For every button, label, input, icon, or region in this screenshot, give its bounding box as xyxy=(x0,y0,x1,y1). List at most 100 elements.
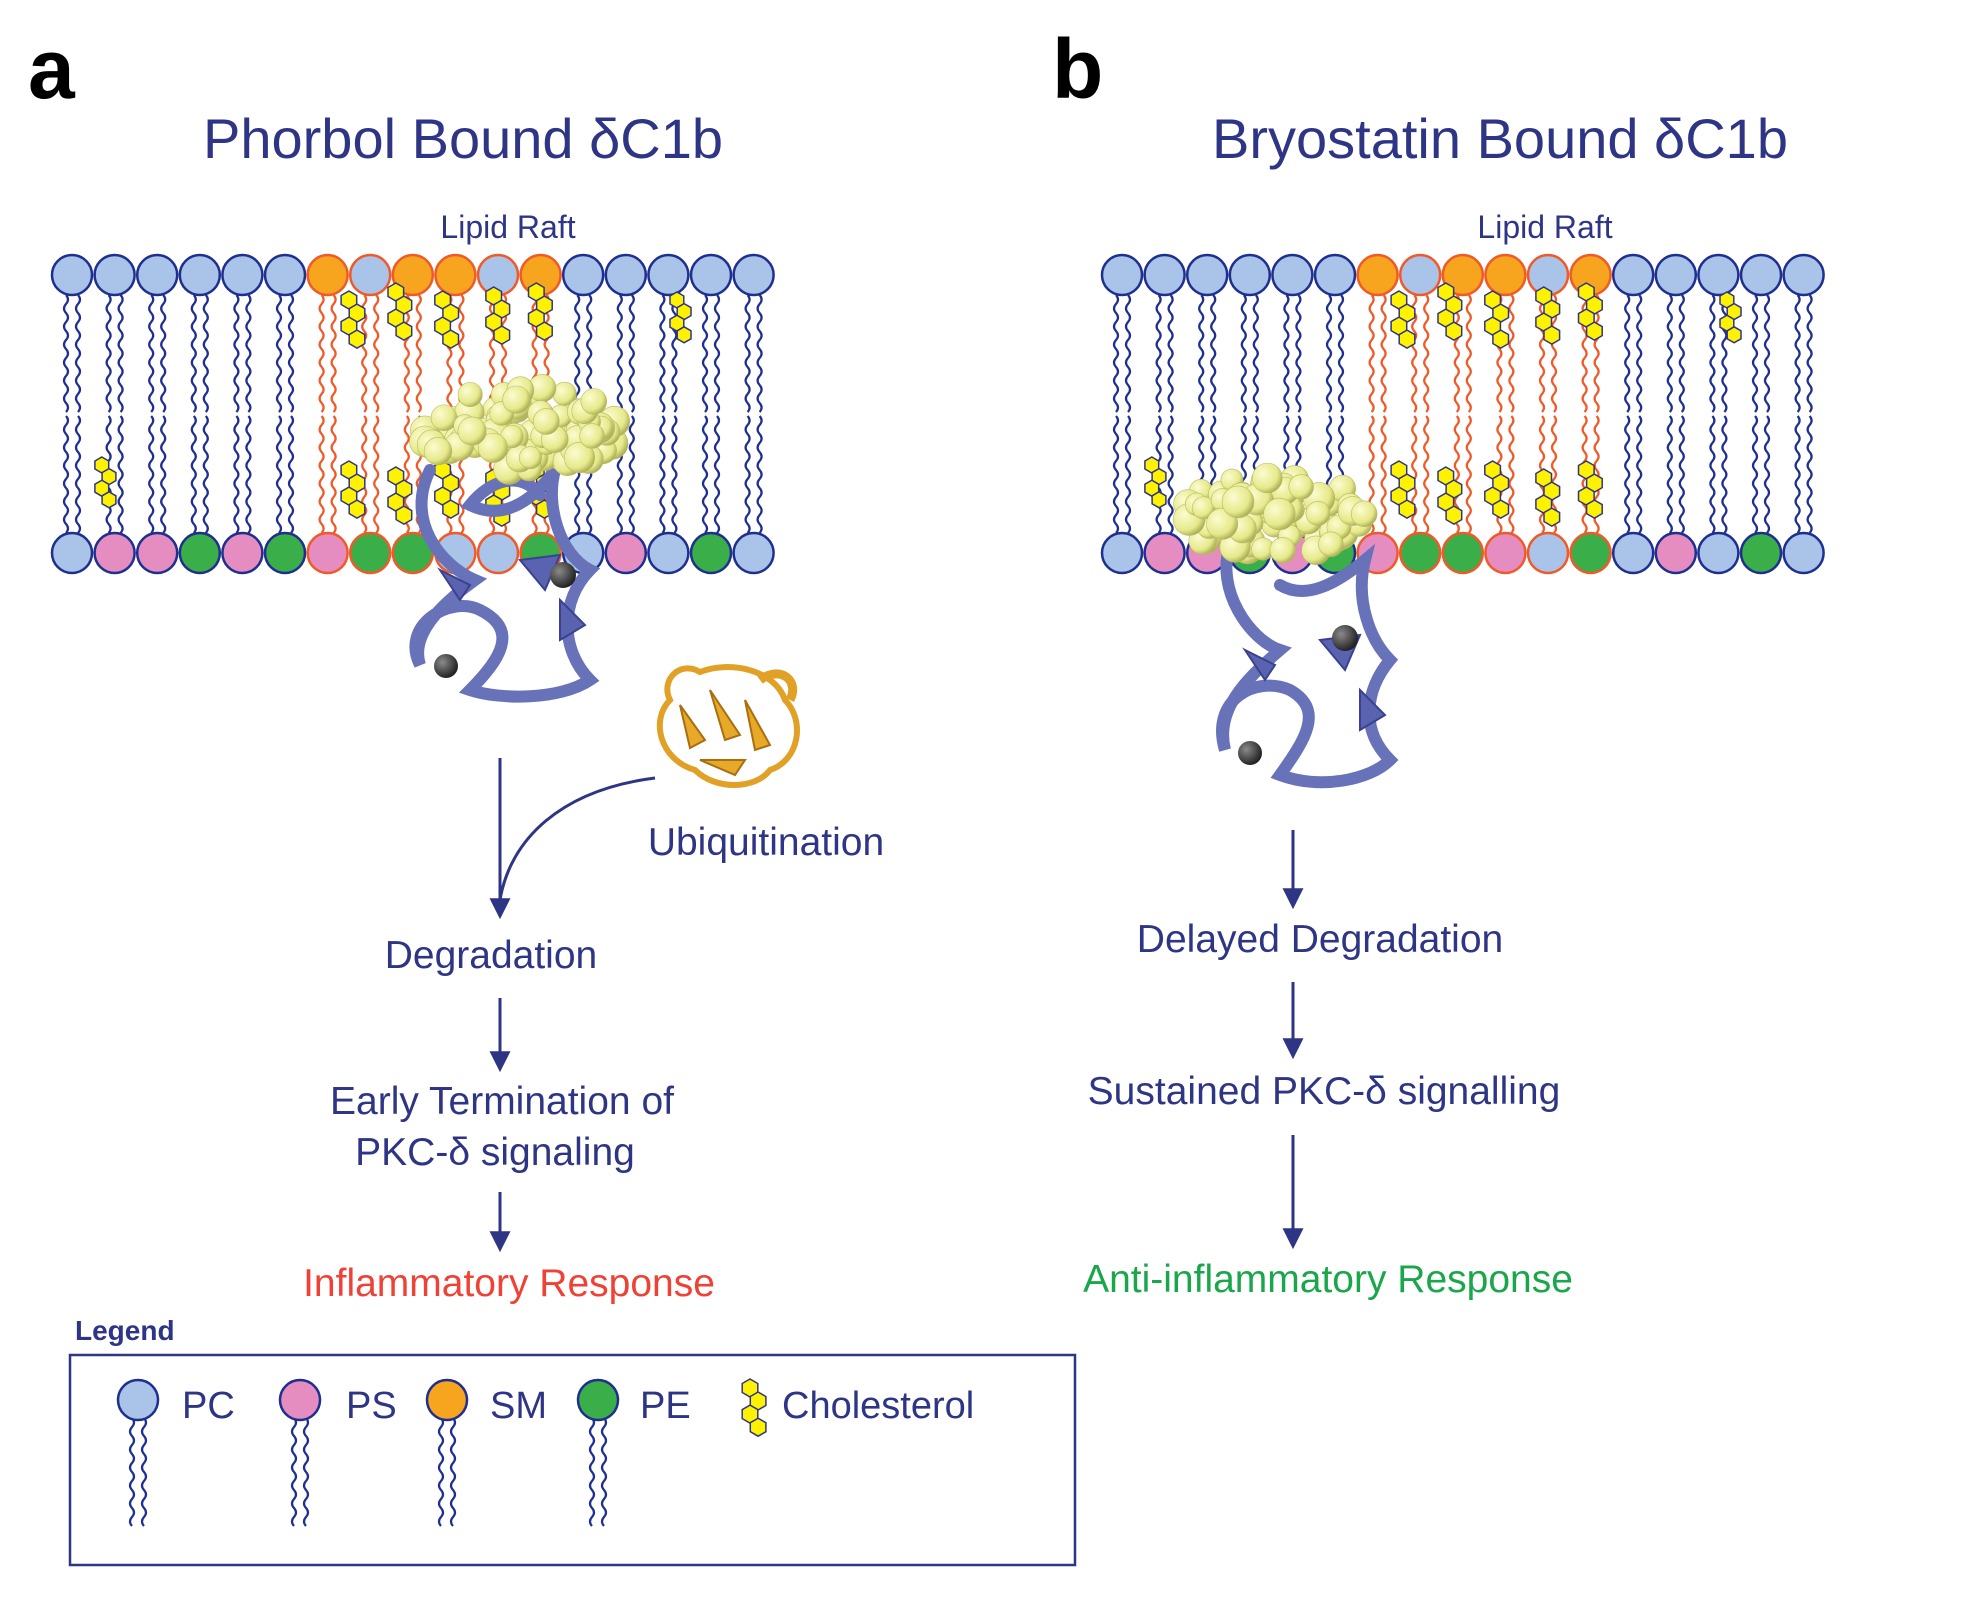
cholesterol-molecule xyxy=(1535,468,1561,527)
c1b-domain-a xyxy=(409,374,630,703)
lipid-head-pc xyxy=(50,531,94,575)
cholesterol-molecule xyxy=(669,291,692,344)
cholesterol-molecule xyxy=(1437,282,1463,341)
lipid-head-ps xyxy=(306,531,349,575)
lipid-head-pc xyxy=(1313,253,1357,297)
outer-lipid-pc xyxy=(135,253,179,413)
zinc-atom xyxy=(1238,741,1262,765)
lipid-head-pc xyxy=(1782,531,1825,575)
legend-box xyxy=(68,1353,1077,1567)
lipid-head-pc xyxy=(50,253,94,297)
lipid-head-sm xyxy=(391,253,435,297)
outer-lipid-pc xyxy=(348,253,392,413)
lipid-head-pc xyxy=(263,253,307,297)
ubiquitination-arrow xyxy=(498,776,656,901)
outer-lipid-sm xyxy=(1569,253,1612,413)
outer-lipid-pc xyxy=(50,253,94,413)
lipid-head-ps xyxy=(1654,531,1698,575)
lipid-head-pc xyxy=(604,253,648,297)
cholesterol-molecule xyxy=(1390,290,1416,349)
outer-lipid-pc xyxy=(1782,253,1825,413)
inner-lipid-pc xyxy=(50,415,94,575)
outer-lipid-pc xyxy=(1228,253,1272,413)
protein-ribbon-a xyxy=(409,464,601,703)
outer-lipid-pc xyxy=(1697,253,1740,413)
cholesterol-molecule xyxy=(1577,282,1603,341)
panel-b-letter: b xyxy=(1052,22,1103,116)
cholesterol-molecule xyxy=(1535,286,1561,345)
lipid-head-pc xyxy=(1271,253,1314,297)
lipid-head-pe xyxy=(348,531,392,575)
lipid-head-sm xyxy=(1484,253,1527,297)
legend-icon-sm xyxy=(425,1378,469,1527)
cholesterol-molecule xyxy=(387,466,413,525)
cholesterol-molecule xyxy=(1437,466,1463,525)
cholesterol-molecule xyxy=(527,282,553,341)
lipid-head-sm xyxy=(1441,253,1485,297)
lipid-head-pc xyxy=(732,531,775,575)
ubiquitin-structure xyxy=(656,664,800,788)
lipid-head-ps xyxy=(1484,531,1527,575)
cholesterol-molecule xyxy=(387,282,413,341)
outer-lipid-sm xyxy=(306,253,349,413)
outer-lipid-pc xyxy=(1100,253,1144,413)
lipid-head-pc xyxy=(1398,253,1442,297)
panel-b-raft-label: Lipid Raft xyxy=(1477,209,1612,245)
outer-lipid-sm xyxy=(391,253,435,413)
zinc-atom xyxy=(1332,625,1358,651)
cholesterol-molecule xyxy=(1484,290,1510,349)
outer-lipid-pc xyxy=(93,253,136,413)
outer-lipid-pc xyxy=(221,253,264,413)
legend-icon-pe xyxy=(576,1378,620,1527)
lipid-head-pe xyxy=(1739,531,1783,575)
lipid-head-pc xyxy=(1100,531,1144,575)
inner-lipid-ps xyxy=(93,415,136,575)
legend-label-pe: PE xyxy=(640,1385,691,1427)
cholesterol-molecule xyxy=(340,460,366,519)
lipid-head-pe xyxy=(1398,531,1442,575)
lipid-head-pc xyxy=(1739,253,1783,297)
outer-lipid-pc xyxy=(647,253,690,413)
lipid-head-pc xyxy=(93,253,136,297)
panel-a-title: Phorbol Bound δC1b xyxy=(203,107,723,170)
cholesterol-molecule xyxy=(741,1378,767,1438)
cholesterol-molecule xyxy=(340,290,366,349)
ubiquitination-label: Ubiquitination xyxy=(648,821,884,864)
cholesterol-molecule xyxy=(485,286,511,345)
cholesterol-molecule xyxy=(94,456,117,509)
lipid-head-pe xyxy=(1569,531,1612,575)
zinc-atom xyxy=(434,654,458,678)
lipid-head-sm xyxy=(306,253,349,297)
lipid-head-pc xyxy=(689,253,733,297)
lipid-head-ps xyxy=(221,531,264,575)
panel-b-title: Bryostatin Bound δC1b xyxy=(1212,107,1788,170)
lipid-head-pc xyxy=(1654,253,1698,297)
inner-lipid-pc xyxy=(1697,415,1740,575)
outer-lipid-pc xyxy=(1654,253,1698,413)
inner-lipid-ps xyxy=(1654,415,1698,575)
cholesterol-molecule xyxy=(434,290,460,349)
lipid-head-pc xyxy=(135,253,179,297)
lipid-head-pc xyxy=(1100,253,1144,297)
termination-label-1: Early Termination of xyxy=(330,1080,674,1123)
lipid-head-pc xyxy=(732,253,775,297)
lipid-head-ps xyxy=(1143,531,1186,575)
legend-label-ps: PS xyxy=(346,1385,397,1427)
outer-lipid-pc xyxy=(1185,253,1229,413)
lipid-head-pc xyxy=(647,253,690,297)
legend-items: PC PS SM PE Cholesterol xyxy=(116,1378,974,1527)
lipid-head-pc xyxy=(1526,531,1570,575)
outer-lipid-pc xyxy=(1313,253,1357,413)
inner-lipid-pc xyxy=(1611,415,1655,575)
lipid-head-pe xyxy=(178,531,222,575)
lipid-head-pc xyxy=(647,531,690,575)
outer-lipid-pc xyxy=(178,253,222,413)
panel-b: b Bryostatin Bound δC1b Lipid Raft Delay… xyxy=(1052,22,1825,1301)
outer-lipid-pc xyxy=(1526,253,1570,413)
termination-label-2: PKC-δ signaling xyxy=(355,1131,635,1174)
lipid-head-pc xyxy=(1228,253,1272,297)
inner-lipid-ps xyxy=(1143,415,1186,575)
inner-lipid-pe xyxy=(263,415,307,575)
outer-lipid-pc xyxy=(1739,253,1783,413)
sustained-signalling-label: Sustained PKC-δ signalling xyxy=(1088,1070,1561,1113)
